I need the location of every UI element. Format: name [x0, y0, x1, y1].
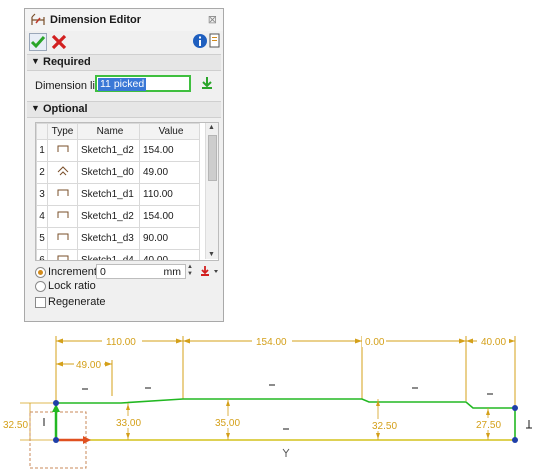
row-value[interactable]: 154.00 — [139, 205, 200, 228]
regenerate-label: Regenerate — [48, 296, 106, 308]
dimension-editor-icon — [31, 13, 45, 25]
table-row[interactable]: 3 Sketch1_d1 110.00 — [36, 183, 200, 206]
increment-unit: mm — [163, 266, 182, 278]
row-index: 6 — [36, 249, 48, 260]
toolbar — [25, 31, 223, 53]
axis-y-icon — [282, 448, 290, 457]
row-value[interactable]: 154.00 — [139, 139, 200, 162]
pick-dropdown-icon[interactable] — [199, 265, 221, 277]
dimension-list-field[interactable]: 11 picked — [95, 75, 191, 92]
row-value[interactable]: 49.00 — [139, 161, 200, 184]
lock-ratio-label: Lock ratio — [48, 280, 96, 292]
row-index: 4 — [36, 205, 48, 228]
column-header-value[interactable]: Value — [139, 123, 200, 140]
increment-field[interactable]: 0 mm — [96, 264, 186, 279]
spin-up-icon[interactable]: ▲ — [187, 264, 193, 270]
spin-down-icon[interactable]: ▼ — [187, 271, 193, 277]
dimension-label-49[interactable]: 49.00 — [76, 360, 101, 371]
row-value[interactable]: 40.00 — [139, 249, 200, 260]
dimension-table: Type Name Value 1 Sketch1_d2 154.00 2 Sk… — [35, 122, 219, 261]
lock-ratio-radio[interactable] — [35, 281, 46, 292]
row-name: Sketch1_d2 — [77, 205, 140, 228]
cross-icon — [51, 34, 67, 50]
dimension-editor-dialog: Dimension Editor ⊠ — [24, 8, 224, 322]
dimension-label-33[interactable]: 33.00 — [116, 418, 141, 429]
increment-radio[interactable] — [35, 267, 46, 278]
dimension-label-110[interactable]: 110.00 — [106, 337, 136, 348]
close-icon[interactable]: ⊠ — [207, 14, 217, 26]
height-dimension-ticks — [127, 399, 489, 440]
row-name: Sketch1_d2 — [77, 139, 140, 162]
info-button[interactable] — [192, 33, 210, 51]
row-index: 3 — [36, 183, 48, 206]
row-index: 2 — [36, 161, 48, 184]
linear-dimension-icon — [47, 205, 78, 228]
table-row[interactable]: 2 Sketch1_d0 49.00 — [36, 161, 200, 184]
table-row[interactable]: 1 Sketch1_d2 154.00 — [36, 139, 200, 162]
help-document-button[interactable] — [209, 33, 221, 51]
linear-dimension-icon — [47, 183, 78, 206]
sketch-profile[interactable] — [56, 398, 516, 440]
dialog-title: Dimension Editor — [50, 14, 142, 26]
row-index: 1 — [36, 139, 48, 162]
row-name: Sketch1_d4 — [77, 249, 140, 260]
column-header-index — [36, 123, 48, 140]
dimension-label-left-32-50[interactable]: 32.50 — [3, 420, 28, 431]
row-value[interactable]: 110.00 — [139, 183, 200, 206]
height-arrows — [126, 400, 490, 439]
scroll-down-icon[interactable]: ▼ — [208, 251, 215, 258]
row-name: Sketch1_d0 — [77, 161, 140, 184]
linear-dimension-icon — [47, 227, 78, 250]
title-bar: Dimension Editor ⊠ — [25, 9, 223, 31]
horizontal-constraint-marks — [82, 384, 493, 430]
scroll-up-icon[interactable]: ▲ — [208, 124, 215, 131]
row-value[interactable]: 90.00 — [139, 227, 200, 250]
row-name: Sketch1_d3 — [77, 227, 140, 250]
document-icon — [209, 33, 220, 48]
table-header-row: Type Name Value — [36, 123, 200, 140]
row-name: Sketch1_d1 — [77, 183, 140, 206]
dimension-label-154[interactable]: 154.00 — [256, 337, 287, 348]
sketch-canvas: 110.00 154.00 0.00 40.00 49.00 33.00 35.… — [3, 335, 532, 469]
ok-button[interactable] — [29, 33, 47, 51]
dimension-label-partial[interactable]: 0.00 — [365, 337, 385, 348]
table-row[interactable]: 5 Sketch1_d3 90.00 — [36, 227, 200, 250]
info-icon — [193, 34, 207, 48]
linear-dimension-icon — [47, 249, 78, 260]
column-header-type[interactable]: Type — [47, 123, 78, 140]
cancel-button[interactable] — [50, 33, 68, 51]
row-index: 5 — [36, 227, 48, 250]
dimension-label-40[interactable]: 40.00 — [481, 337, 506, 348]
collapse-triangle-icon: ▼ — [31, 103, 40, 113]
checkmark-icon — [30, 36, 46, 49]
dimension-list-value: 11 picked — [98, 78, 147, 91]
optional-section-header[interactable]: ▼ Optional — [27, 101, 221, 118]
linear-dimension-icon — [47, 139, 78, 162]
required-section-header[interactable]: ▼ Required — [27, 54, 221, 71]
table-row[interactable]: 4 Sketch1_d2 154.00 — [36, 205, 200, 228]
sketch-points[interactable] — [53, 400, 518, 443]
regenerate-checkbox[interactable] — [35, 297, 46, 308]
increment-spinner[interactable]: ▲ ▼ — [187, 264, 195, 279]
table-row[interactable]: 6 Sketch1_d4 40.00 — [36, 249, 200, 260]
dimension-label-32-50[interactable]: 32.50 — [372, 421, 397, 432]
dimension-label-27-50[interactable]: 27.50 — [476, 420, 501, 431]
scroll-thumb[interactable] — [208, 135, 217, 181]
collapse-triangle-icon: ▼ — [31, 56, 40, 66]
increment-label: Increment — [48, 266, 97, 278]
table-scrollbar[interactable]: ▲ ▼ — [205, 123, 218, 259]
optional-header-label: Optional — [43, 103, 88, 115]
dimension-list-label: Dimension list — [35, 80, 104, 92]
pick-arrow-icon[interactable] — [200, 76, 214, 90]
increment-value: 0 — [100, 266, 106, 278]
dimension-label-35[interactable]: 35.00 — [215, 418, 240, 429]
dimension-arrows — [56, 338, 515, 367]
column-header-name[interactable]: Name — [77, 123, 140, 140]
angular-dimension-icon — [47, 161, 78, 184]
required-header-label: Required — [43, 56, 91, 68]
